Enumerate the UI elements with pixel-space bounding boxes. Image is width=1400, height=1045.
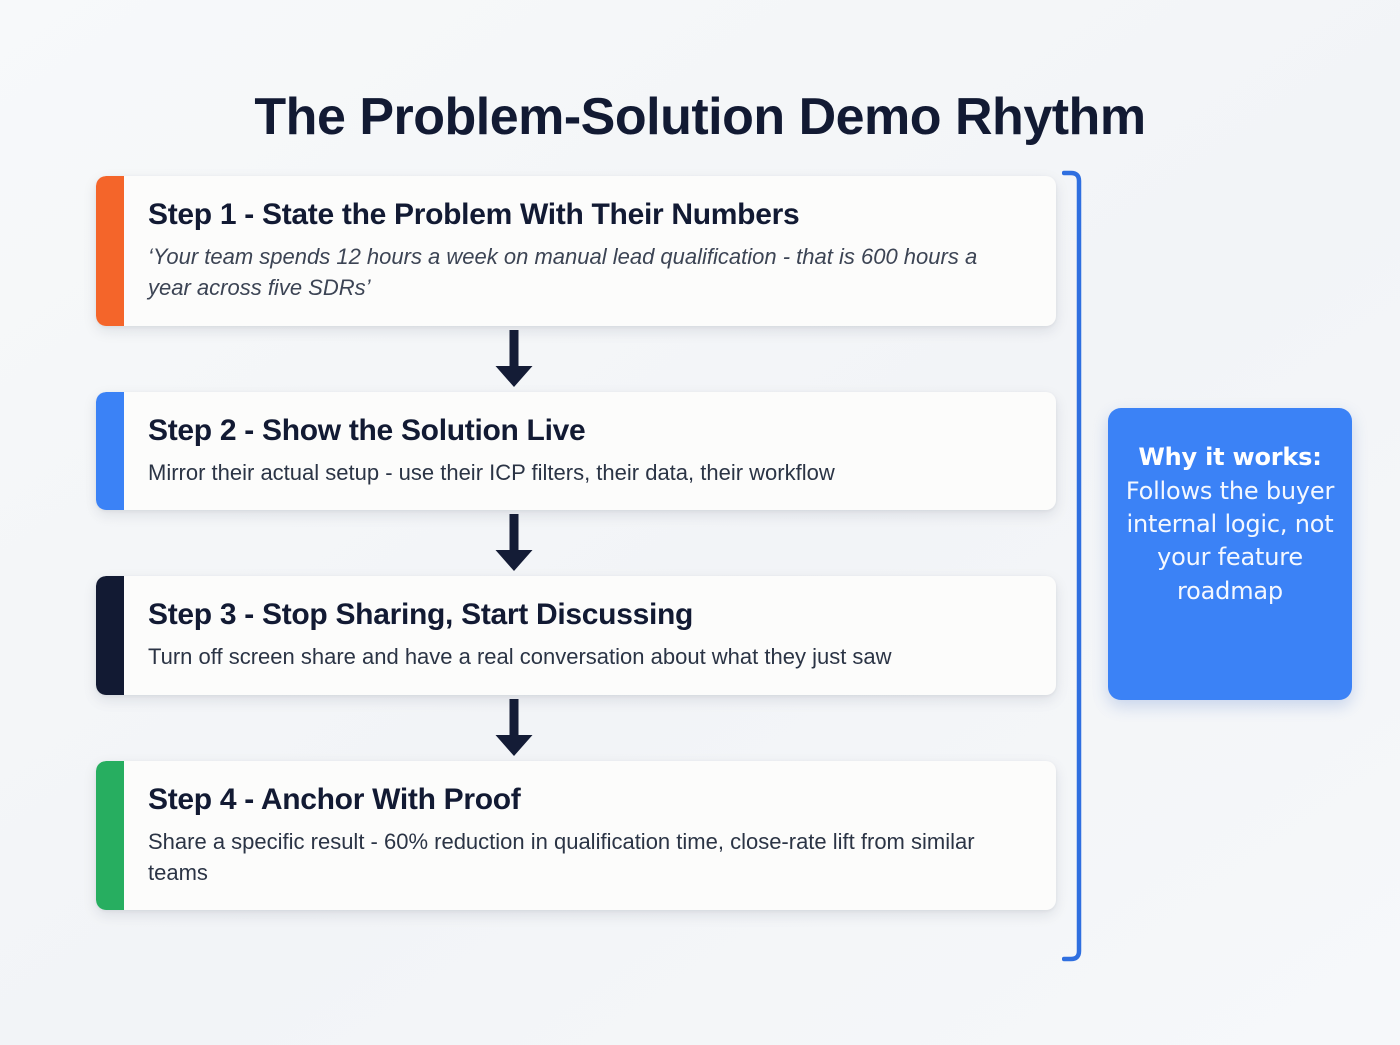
step-2-description: Mirror their actual setup - use their IC… — [148, 459, 835, 485]
why-it-works-text: Follows the buyer internal logic, not yo… — [1125, 477, 1335, 605]
step-card-3[interactable]: Step 3 - Stop Sharing, Start Discussing … — [96, 576, 1056, 695]
down-arrow-icon — [495, 698, 533, 756]
step-card-3-body: Step 3 - Stop Sharing, Start Discussing … — [124, 576, 1056, 694]
bracket-connector — [1062, 170, 1082, 962]
step-4-description: Share a specific result - 60% reduction … — [148, 828, 975, 885]
connector-2-to-3 — [34, 510, 994, 576]
step-card-4[interactable]: Step 4 - Anchor With Proof Share a speci… — [96, 760, 1056, 911]
steps-flow: Step 1 - State the Problem With Their Nu… — [96, 176, 1056, 911]
step-card-1-body: Step 1 - State the Problem With Their Nu… — [124, 176, 1056, 326]
accent-bar-step-1 — [96, 176, 124, 326]
accent-bar-step-2 — [96, 391, 124, 511]
step-1-title: Step 1 - State the Problem With Their Nu… — [148, 198, 800, 231]
down-arrow-icon — [495, 329, 533, 387]
step-1-description: ‘Your team spends 12 hours a week on man… — [148, 244, 978, 301]
accent-bar-step-4 — [96, 760, 124, 911]
step-card-4-body: Step 4 - Anchor With Proof Share a speci… — [124, 761, 1056, 911]
step-card-2-body: Step 2 - Show the Solution Live Mirror t… — [124, 392, 1056, 510]
step-3-title: Step 3 - Stop Sharing, Start Discussing — [148, 598, 694, 632]
step-card-1[interactable]: Step 1 - State the Problem With Their Nu… — [96, 176, 1056, 326]
step-card-2[interactable]: Step 2 - Show the Solution Live Mirror t… — [96, 391, 1056, 511]
step-2-title: Step 2 - Show the Solution Live — [148, 413, 586, 447]
why-it-works-callout: Why it works: Follows the buyer internal… — [1108, 408, 1352, 700]
step-3-description: Turn off screen share and have a real co… — [148, 644, 892, 670]
connector-1-to-2 — [34, 326, 994, 392]
accent-bar-step-3 — [96, 576, 124, 695]
connector-3-to-4 — [34, 695, 994, 761]
why-it-works-label: Why it works: — [1138, 443, 1322, 471]
step-4-title: Step 4 - Anchor With Proof — [148, 782, 521, 816]
down-arrow-icon — [495, 514, 533, 572]
page-title: The Problem-Solution Demo Rhythm — [254, 87, 1146, 146]
